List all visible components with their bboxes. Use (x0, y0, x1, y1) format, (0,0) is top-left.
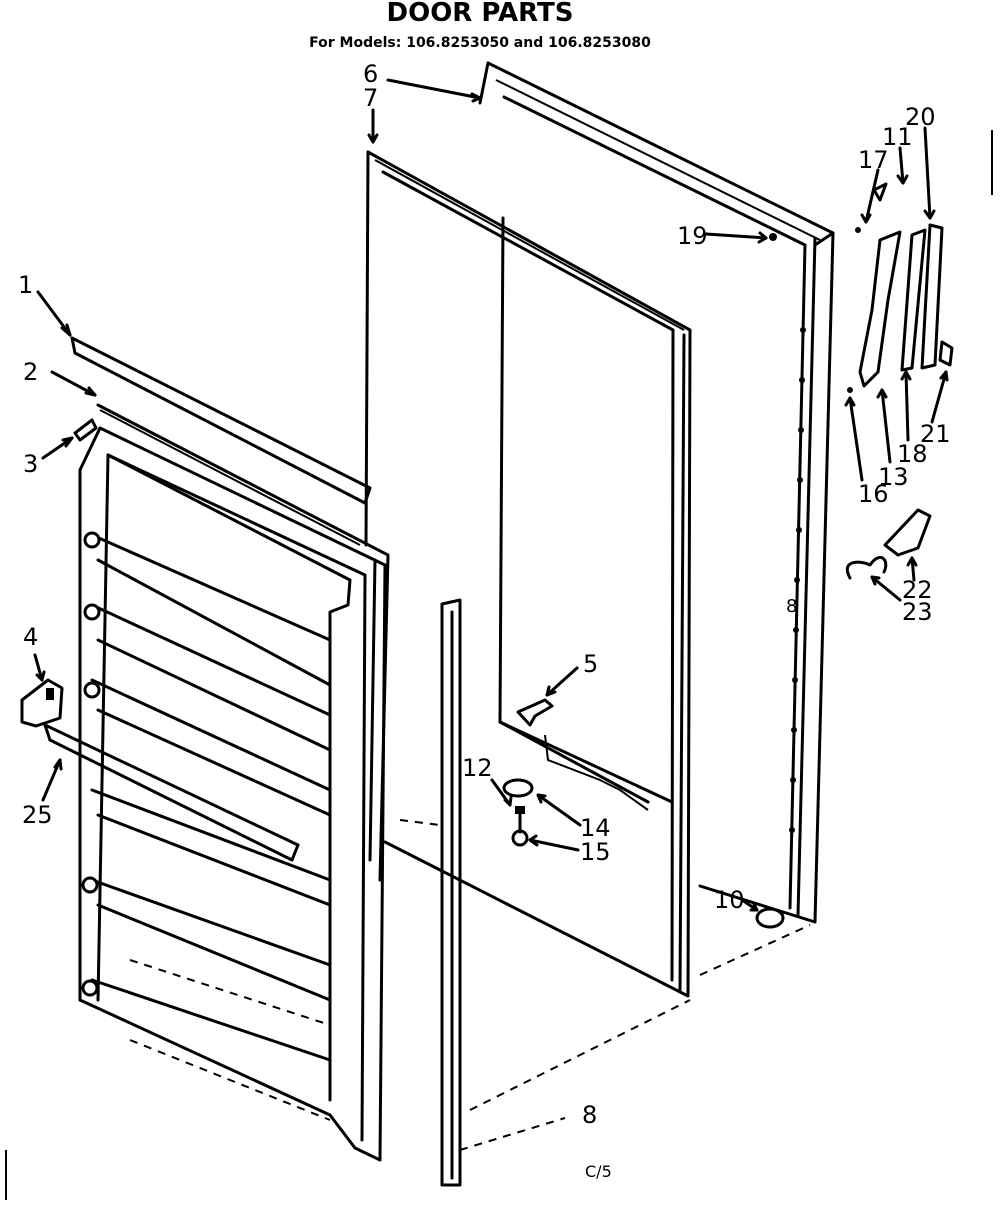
part-1-top-trim (70, 336, 372, 505)
part-15-pin (511, 813, 529, 847)
callout-20: 20 (905, 103, 936, 131)
diagram-title: DOOR PARTS (387, 0, 574, 28)
footer-code: C/5 (585, 1162, 612, 1181)
part-22-handle (883, 508, 932, 557)
part-4-hinge (20, 678, 64, 728)
callout-22: 22 (902, 576, 933, 604)
diagram-subtitle: For Models: 106.8253050 and 106.8253080 (309, 35, 651, 51)
guide-line (459, 1117, 566, 1151)
leader-lines (33, 78, 949, 912)
callout-23: 23 (902, 598, 933, 626)
callout-13: 13 (878, 463, 909, 491)
guide-line (699, 924, 811, 976)
part-12-washer (515, 806, 525, 814)
frame-6-rivets (789, 327, 806, 833)
part-5-stop (516, 698, 554, 727)
frame-mark-8: 8 (786, 596, 797, 617)
callout-14: 14 (580, 814, 611, 842)
callout-15: 15 (580, 838, 611, 866)
callout-6: 6 (363, 60, 378, 88)
callout-17: 17 (858, 146, 889, 174)
callout-12: 12 (462, 754, 493, 782)
part-19-screw (769, 233, 777, 241)
callout-3: 3 (23, 450, 38, 478)
part-6-door-frame: 8 (478, 61, 835, 924)
callout-2: 2 (23, 358, 38, 386)
callout-19: 19 (677, 222, 708, 250)
callout-5: 5 (583, 650, 598, 678)
handle-assembly (847, 182, 954, 393)
part-3-screw (73, 418, 98, 442)
callout-labels: 1 2 3 4 25 6 7 5 19 12 14 15 10 8 17 11 … (18, 60, 951, 1181)
part-23-spring (846, 555, 888, 580)
guide-line (399, 819, 441, 826)
callout-4: 4 (23, 623, 38, 651)
guide-line (469, 999, 691, 1111)
part-25-door-rail (43, 723, 300, 862)
callout-16: 16 (858, 480, 889, 508)
callout-1: 1 (18, 271, 33, 299)
callout-8: 8 (582, 1101, 597, 1129)
callout-10: 10 (714, 886, 745, 914)
part-8-gasket (440, 598, 462, 1187)
part-7-liner-frame (364, 150, 692, 998)
part-10-cap (755, 907, 785, 929)
part-14-bushing (502, 778, 534, 798)
callout-18: 18 (897, 440, 928, 468)
callout-7: 7 (363, 84, 378, 112)
door-liner-shelves (78, 426, 387, 1162)
callout-25: 25 (22, 801, 53, 829)
callout-21: 21 (920, 420, 951, 448)
callout-11: 11 (882, 123, 913, 151)
